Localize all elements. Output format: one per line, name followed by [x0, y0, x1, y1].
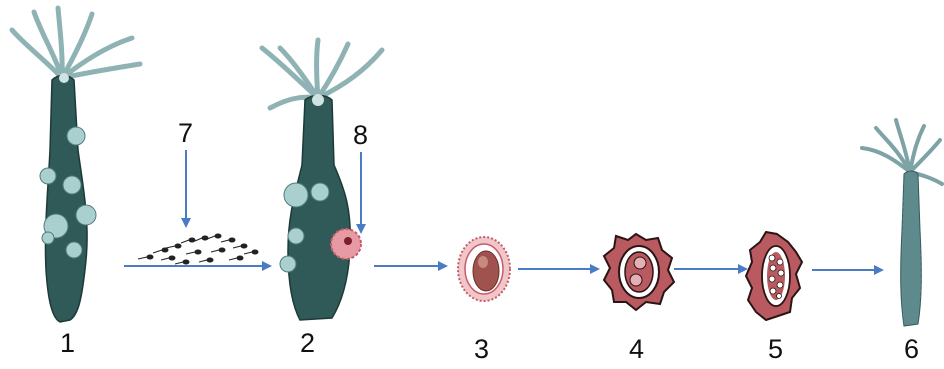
testis-1 — [67, 127, 85, 145]
young-hydra-stage-6 — [862, 120, 942, 326]
tentacles-6 — [862, 120, 942, 184]
testis-3 — [63, 176, 81, 194]
hydra-body-6-texture — [901, 171, 922, 326]
testis-2 — [40, 168, 56, 184]
egg-cell — [331, 229, 361, 259]
stage-label-2: 2 — [300, 328, 315, 358]
tentacles-1 — [12, 8, 140, 78]
stage-label-5: 5 — [768, 334, 783, 364]
callout-label-8: 8 — [353, 120, 368, 150]
mouth-1 — [59, 73, 69, 83]
callout-label-7: 7 — [178, 118, 193, 148]
hydra-body-1 — [45, 76, 87, 323]
zygote-stage-3 — [458, 237, 510, 301]
hydra-stage-2 — [262, 40, 382, 320]
ovary-1 — [76, 205, 96, 225]
ovary-2c — [288, 228, 304, 244]
hydra-body-2 — [288, 96, 350, 321]
ovary-2d — [280, 256, 296, 272]
testis-4 — [66, 242, 82, 258]
embryo-stage-4 — [604, 234, 674, 310]
stage-label-1: 1 — [60, 328, 75, 358]
ovary-2b — [311, 183, 329, 201]
hydra-stage-1 — [12, 8, 140, 322]
stage-label-3: 3 — [474, 334, 489, 364]
embryo-stage-5 — [746, 232, 802, 320]
stage-label-6: 6 — [904, 334, 919, 364]
sperm-cloud — [138, 234, 258, 264]
mouth-2 — [312, 94, 324, 106]
testis-5 — [42, 232, 54, 244]
ovary-2a — [284, 183, 308, 207]
stage-label-4: 4 — [629, 334, 644, 364]
